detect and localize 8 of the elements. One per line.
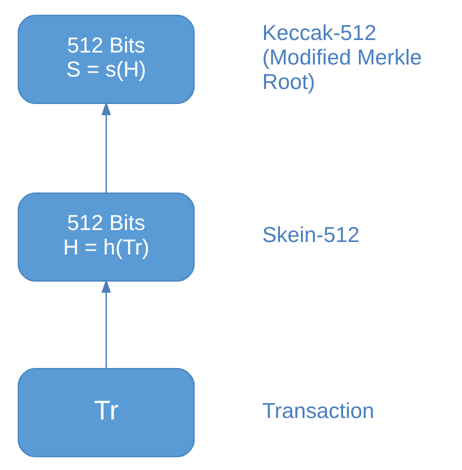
node-label: Keccak-512 (Modified Merkle Root): [262, 20, 422, 94]
node-box: Tr: [17, 368, 194, 458]
node-label: Transaction: [262, 398, 374, 423]
arrow: [100, 279, 110, 369]
arrow: [100, 102, 110, 193]
node-box: 512 Bits S = s(H): [17, 14, 194, 104]
node-label: Skein-512: [262, 222, 360, 248]
node-box: 512 Bits H = h(Tr): [17, 192, 194, 282]
